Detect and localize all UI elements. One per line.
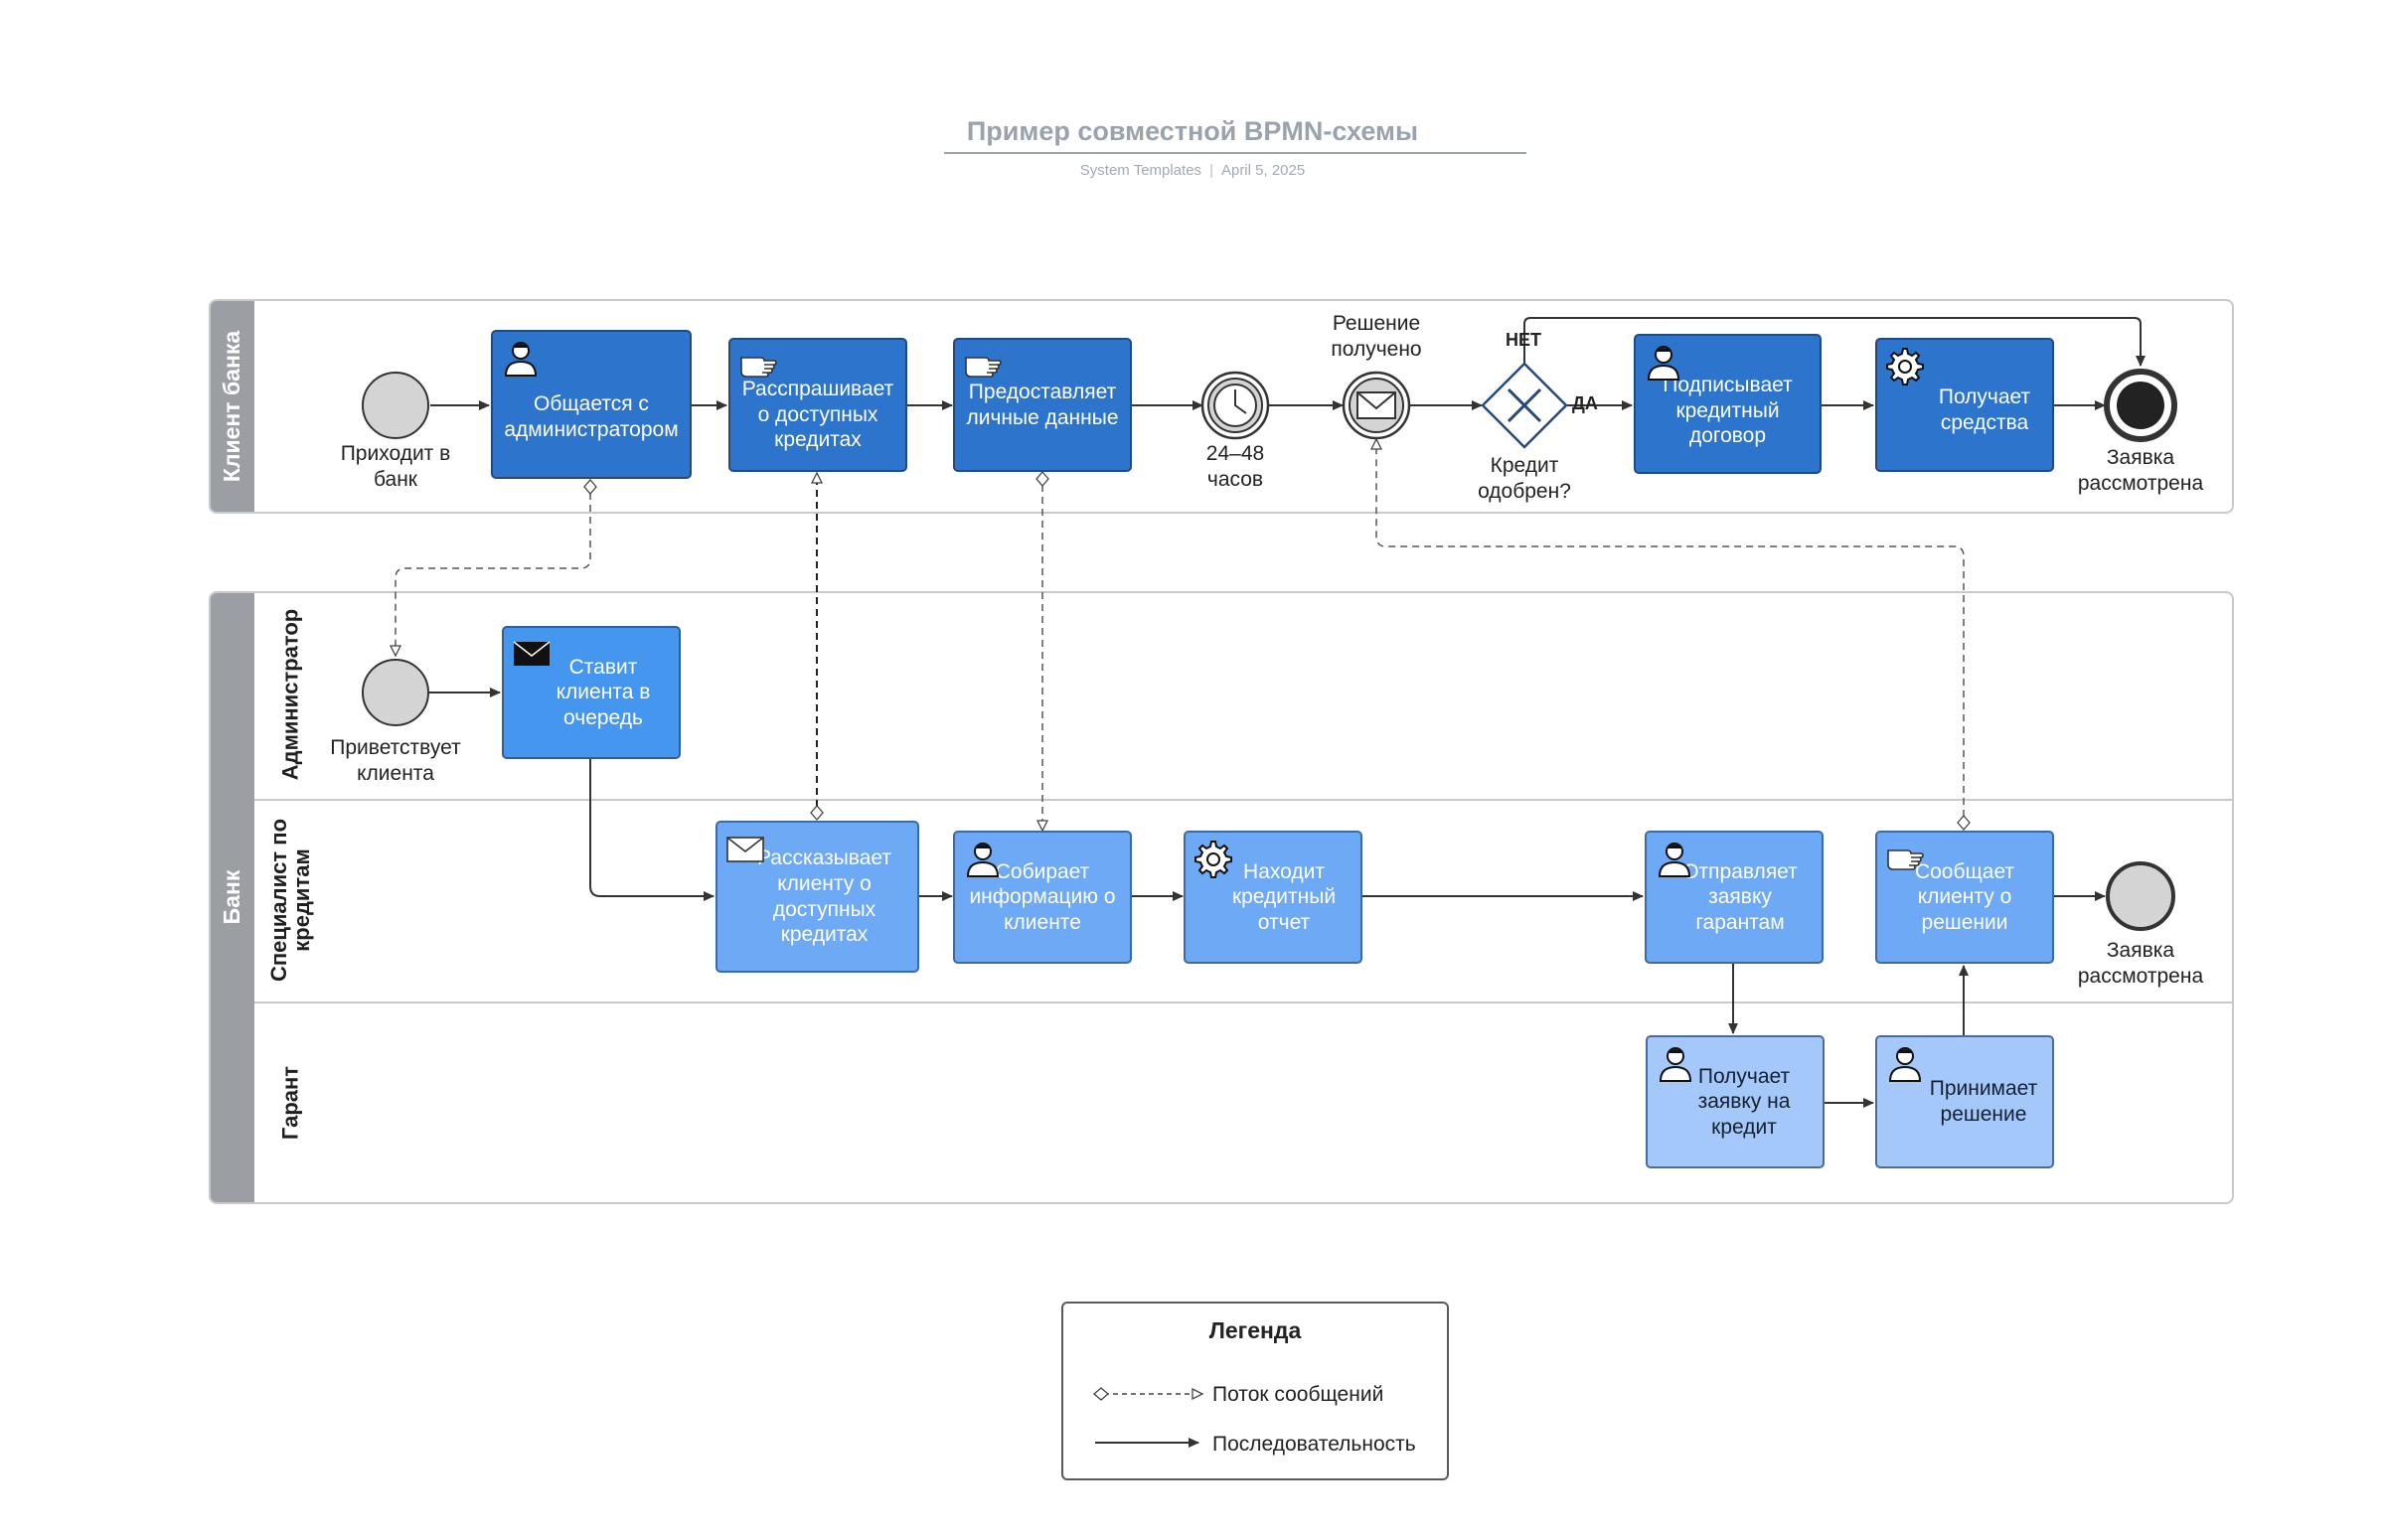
client-end-text: Заявка рассмотрена bbox=[2077, 446, 2204, 495]
task-get-request[interactable]: Получает заявку на кредит bbox=[1646, 1035, 1825, 1168]
task-receive-funds[interactable]: Получает средства bbox=[1875, 338, 2054, 472]
credit-end-label: Заявка рассмотрена bbox=[2066, 938, 2215, 989]
separator: | bbox=[1209, 162, 1213, 179]
lane-separator-2 bbox=[254, 1001, 2232, 1003]
task-provide-data[interactable]: Предоставляет личные данные bbox=[953, 338, 1132, 472]
task-notify-decision[interactable]: Сообщает клиенту о решении bbox=[1875, 831, 2054, 964]
gateway-no-label: НЕТ bbox=[1506, 330, 1541, 350]
pool-client bbox=[209, 299, 2234, 514]
task-make-decision-label: Принимает решение bbox=[1929, 1077, 2038, 1126]
legend: Легенда Поток сообщений Последовательнос… bbox=[1061, 1302, 1449, 1480]
user-icon bbox=[1888, 1047, 1922, 1082]
page-subtitle: System Templates | April 5, 2025 bbox=[0, 162, 2385, 179]
timer-text: 24–48 часов bbox=[1205, 442, 1265, 491]
admin-start-label: Приветствует клиента bbox=[321, 735, 470, 786]
task-talk-admin-label: Общается с администратором bbox=[504, 392, 679, 441]
gateway-yes-label: ДА bbox=[1572, 393, 1598, 413]
user-icon bbox=[1658, 843, 1691, 877]
user-icon bbox=[966, 843, 1000, 877]
flow-queue-to-tell bbox=[589, 758, 715, 901]
message-catch-text: Решение получено bbox=[1331, 312, 1422, 361]
task-get-request-label: Получает заявку на кредит bbox=[1697, 1064, 1791, 1139]
task-talk-admin[interactable]: Общается с администратором bbox=[491, 330, 692, 479]
task-sign-contract-label: Подписывает кредитный договор bbox=[1663, 374, 1793, 448]
client-start-text: Приходит в банк bbox=[340, 442, 451, 491]
task-send-guarantors[interactable]: Отправляет заявку гарантам bbox=[1645, 831, 1824, 964]
legend-message-flow: Поток сообщений bbox=[1212, 1383, 1384, 1406]
client-end-event bbox=[2104, 369, 2177, 442]
source-label: System Templates bbox=[1079, 162, 1202, 179]
manual-hand-icon bbox=[1887, 849, 1924, 870]
gear-icon bbox=[1194, 841, 1232, 878]
manual-hand-icon bbox=[740, 357, 777, 378]
credit-end-text: Заявка рассмотрена bbox=[2077, 939, 2204, 988]
task-ask-credits[interactable]: Расспрашивает о доступных кредитах bbox=[728, 338, 907, 472]
date-label: April 5, 2025 bbox=[1220, 162, 1306, 179]
legend-sequence-flow: Последовательность bbox=[1212, 1433, 1416, 1456]
gear-icon bbox=[1886, 348, 1924, 385]
admin-start-event bbox=[362, 659, 429, 726]
legend-title: Легенда bbox=[1208, 1317, 1302, 1343]
task-queue-client[interactable]: Ставит клиента в очередь bbox=[502, 626, 681, 759]
gateway-text: Кредит одобрен? bbox=[1478, 454, 1571, 503]
pool-client-bar bbox=[211, 301, 254, 512]
flow-gateway-no bbox=[1523, 317, 2146, 367]
user-icon bbox=[1659, 1047, 1692, 1082]
title-underline bbox=[944, 152, 1526, 154]
gateway-exclusive bbox=[1481, 362, 1568, 449]
page-title: Пример совместной BPMN-схемы bbox=[966, 116, 1419, 146]
manual-hand-icon bbox=[965, 357, 1002, 378]
task-collect-info-label: Собирает информацию о клиенте bbox=[969, 859, 1116, 934]
message-catch-event bbox=[1342, 371, 1411, 440]
message-notify-to-decision bbox=[1376, 439, 1964, 829]
client-start-label: Приходит в банк bbox=[331, 441, 460, 492]
timer-label: 24–48 часов bbox=[1191, 441, 1280, 492]
envelope-icon bbox=[726, 837, 764, 862]
user-icon bbox=[1647, 346, 1680, 381]
pool-bank bbox=[209, 591, 2234, 1204]
task-sign-contract[interactable]: Подписывает кредитный договор bbox=[1634, 334, 1822, 474]
credit-end-event bbox=[2106, 861, 2175, 931]
task-make-decision[interactable]: Принимает решение bbox=[1875, 1035, 2054, 1168]
user-icon bbox=[504, 342, 538, 377]
task-receive-funds-label: Получает средства bbox=[1938, 385, 2031, 434]
message-talk-to-admin bbox=[396, 481, 590, 656]
admin-start-text: Приветствует клиента bbox=[330, 736, 461, 785]
task-credit-report-label: Находит кредитный отчет bbox=[1231, 859, 1337, 934]
pool-bank-bar bbox=[211, 593, 254, 1202]
envelope-filled-icon bbox=[513, 641, 551, 666]
lane-separator-1 bbox=[254, 799, 2232, 801]
task-send-guarantors-label: Отправляет заявку гарантам bbox=[1682, 859, 1798, 934]
task-tell-credits-label: Рассказывает клиенту о доступных кредита… bbox=[756, 847, 891, 947]
gateway-label: Кредит одобрен? bbox=[1470, 453, 1579, 504]
timer-event bbox=[1200, 371, 1270, 440]
client-end-label: Заявка рассмотрена bbox=[2066, 445, 2215, 496]
client-start-event bbox=[362, 372, 429, 439]
task-collect-info[interactable]: Собирает информацию о клиенте bbox=[953, 831, 1132, 964]
task-tell-credits[interactable]: Рассказывает клиенту о доступных кредита… bbox=[716, 821, 919, 973]
message-catch-label: Решение получено bbox=[1317, 311, 1436, 362]
task-ask-credits-label: Расспрашивает о доступных кредитах bbox=[741, 378, 894, 452]
task-notify-decision-label: Сообщает клиенту о решении bbox=[1914, 859, 2015, 934]
task-queue-client-label: Ставит клиента в очередь bbox=[556, 655, 651, 729]
task-provide-data-label: Предоставляет личные данные bbox=[966, 380, 1119, 429]
task-credit-report[interactable]: Находит кредитный отчет bbox=[1184, 831, 1362, 964]
